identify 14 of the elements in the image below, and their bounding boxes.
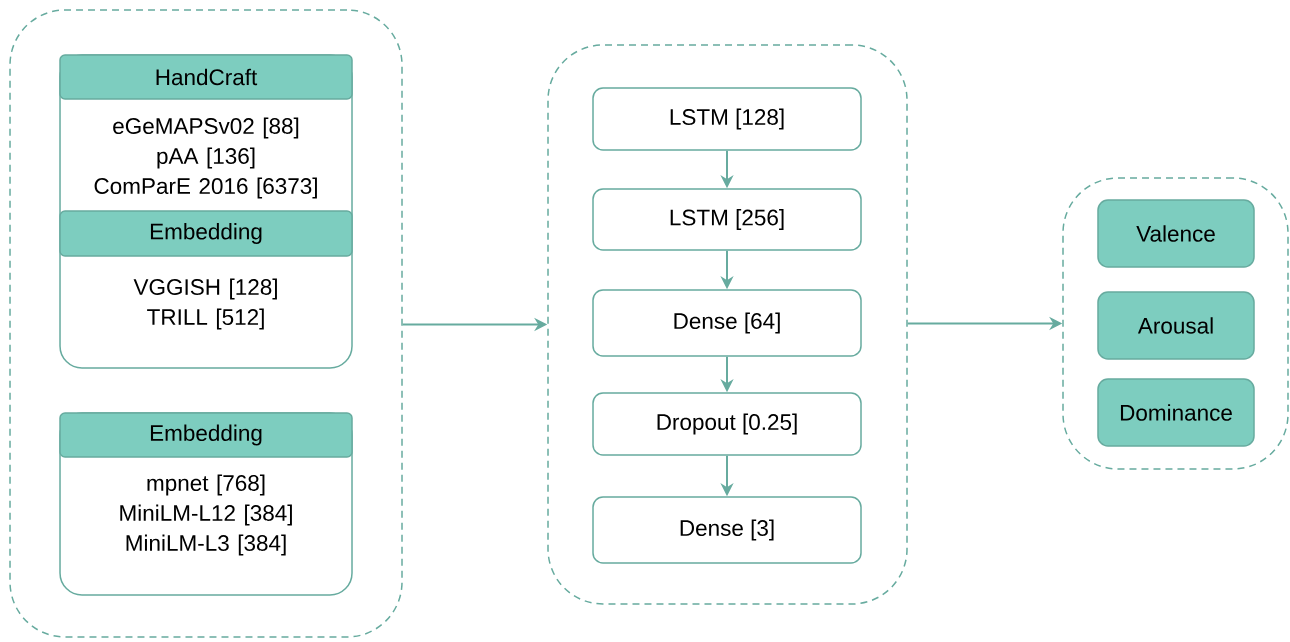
layer-box: Dense [3] [592, 496, 862, 564]
group-frame [9, 9, 403, 638]
section-header: Embedding [59, 210, 353, 257]
layer-box: LSTM [256] [592, 188, 862, 251]
layer-box: LSTM [128] [592, 87, 862, 151]
section-header: Embedding [59, 412, 353, 458]
output-box: Dominance [1097, 378, 1255, 447]
group-frame [1062, 177, 1289, 470]
section-header: HandCraft [59, 54, 353, 100]
group-frame [547, 44, 908, 605]
layer-box: Dense [64] [592, 289, 862, 357]
output-box: Arousal [1097, 291, 1255, 360]
output-box: Valence [1097, 199, 1255, 268]
layer-box: Dropout [0.25] [592, 392, 862, 456]
